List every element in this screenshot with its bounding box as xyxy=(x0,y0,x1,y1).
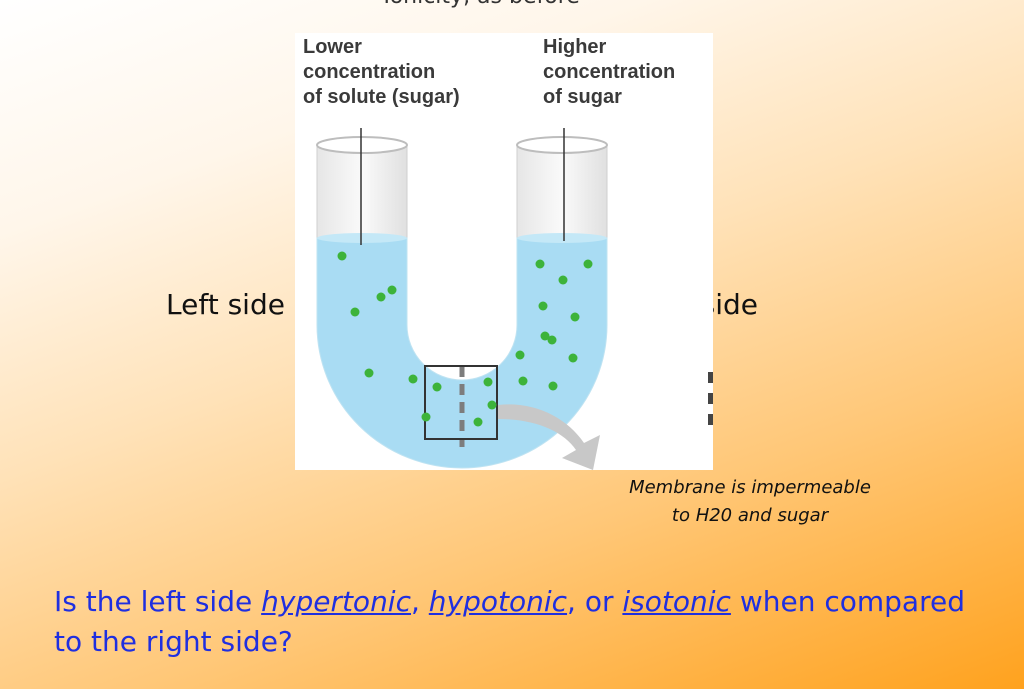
label-lower-concentration: Lower concentration of solute (sugar) xyxy=(303,36,460,108)
solute-molecules xyxy=(337,251,593,427)
u-tube-drawing xyxy=(316,128,608,470)
glass-tube xyxy=(316,136,608,246)
term-hypertonic: hypertonic xyxy=(261,585,411,618)
question-part-2: when compared to the right side? xyxy=(54,585,965,658)
question-part-1: Is the left side xyxy=(54,585,262,618)
question-sep-1: , xyxy=(410,585,429,618)
term-hypotonic: hypotonic xyxy=(428,585,568,618)
membrane-note: Membrane is impermeable to H20 and sugar xyxy=(629,477,871,526)
membrane-zoom-box xyxy=(424,365,498,440)
edge-marks xyxy=(708,372,714,432)
slide-title: Tonicity, as before xyxy=(380,0,580,8)
liquid-surface-left xyxy=(317,233,407,243)
slide-title-cropped: Tonicity, as before xyxy=(0,0,1024,8)
label-higher-concentration: Higher concentration of sugar xyxy=(543,36,676,108)
question-text: Is the left side hypertonic, hypotonic, … xyxy=(54,582,974,662)
question-sep-2: , or xyxy=(567,585,623,618)
term-isotonic: isotonic xyxy=(622,585,731,618)
u-tube-figure: Lower concentration of solute (sugar) Hi… xyxy=(295,33,713,470)
liquid-surface-right xyxy=(517,233,607,243)
zoom-arrow xyxy=(498,404,600,470)
left-side-label: Left side xyxy=(166,288,285,321)
